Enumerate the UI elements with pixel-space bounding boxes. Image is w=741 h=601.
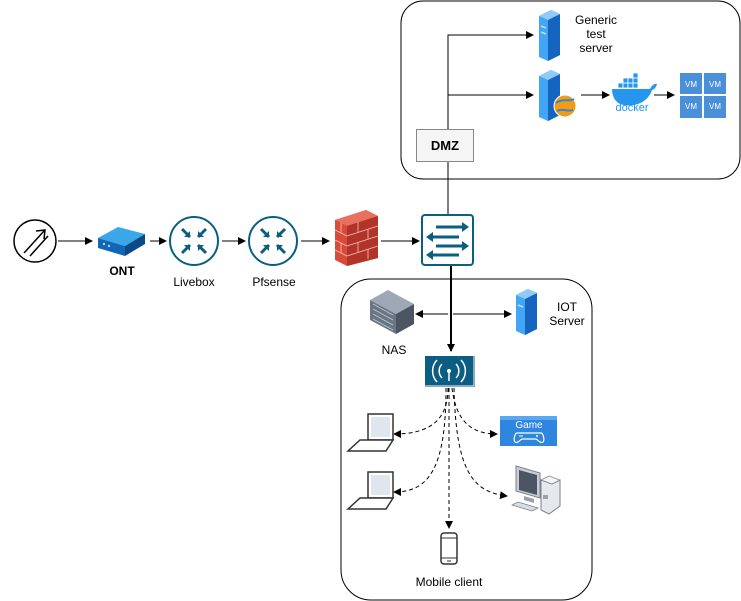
fiber-icon: [13, 219, 57, 263]
vm-label-2: VM: [709, 80, 721, 89]
vm-cluster-icon: VM VM VM VM: [680, 73, 726, 118]
game-label: Game: [515, 420, 543, 431]
docker-icon: [612, 72, 657, 106]
vm-label-4: VM: [709, 102, 721, 111]
vm-label-1: VM: [685, 80, 697, 89]
iot-server-label: IOT Server: [542, 300, 592, 328]
nas-label: NAS: [381, 343, 407, 357]
iot-server-label-line-1: IOT: [557, 300, 577, 314]
dmz-zone: [400, 0, 741, 180]
wifi-link-game: [451, 387, 498, 438]
mobile-client-label: Mobile client: [415, 575, 483, 589]
livebox-icon: [169, 216, 219, 266]
nas-icon: [370, 290, 414, 334]
docker-label: docker: [615, 102, 648, 114]
switch-icon: [421, 214, 474, 266]
ont-label: ONT: [109, 264, 135, 278]
link-dmz-generic: [447, 31, 534, 129]
generic-server-label-line-2: test: [586, 27, 606, 41]
vm-label-3: VM: [685, 102, 697, 111]
mobile-phone-icon: [440, 532, 458, 565]
wifi-link-laptop2: [393, 387, 447, 496]
wifi-ap-icon: [423, 354, 475, 387]
wifi-link-laptop1: [393, 387, 449, 438]
ont-icon: [98, 227, 145, 256]
desktop-pc-icon: [510, 465, 562, 515]
generic-server-label-line-1: Generic: [574, 13, 618, 27]
wifi-link-desktop: [453, 387, 508, 500]
pfsense-icon: [248, 216, 298, 266]
pfsense-label: Pfsense: [252, 275, 296, 289]
lan-zone: [340, 278, 593, 601]
iot-server-label-line-2: Server: [549, 314, 585, 328]
game-icon: [500, 416, 557, 446]
web-server-icon: [539, 70, 577, 121]
dmz-label: DMZ: [430, 138, 460, 153]
firewall-icon: [334, 210, 379, 266]
dmz-box: DMZ: [416, 129, 474, 162]
generic-server-label: Generic test server: [566, 13, 626, 55]
laptop-icon-1: [346, 413, 395, 452]
generic-server-label-line-3: server: [579, 41, 613, 55]
iot-server-icon: [516, 289, 537, 335]
generic-server-icon: [539, 10, 560, 61]
laptop-icon-2: [346, 471, 395, 510]
livebox-label: Livebox: [173, 275, 215, 289]
